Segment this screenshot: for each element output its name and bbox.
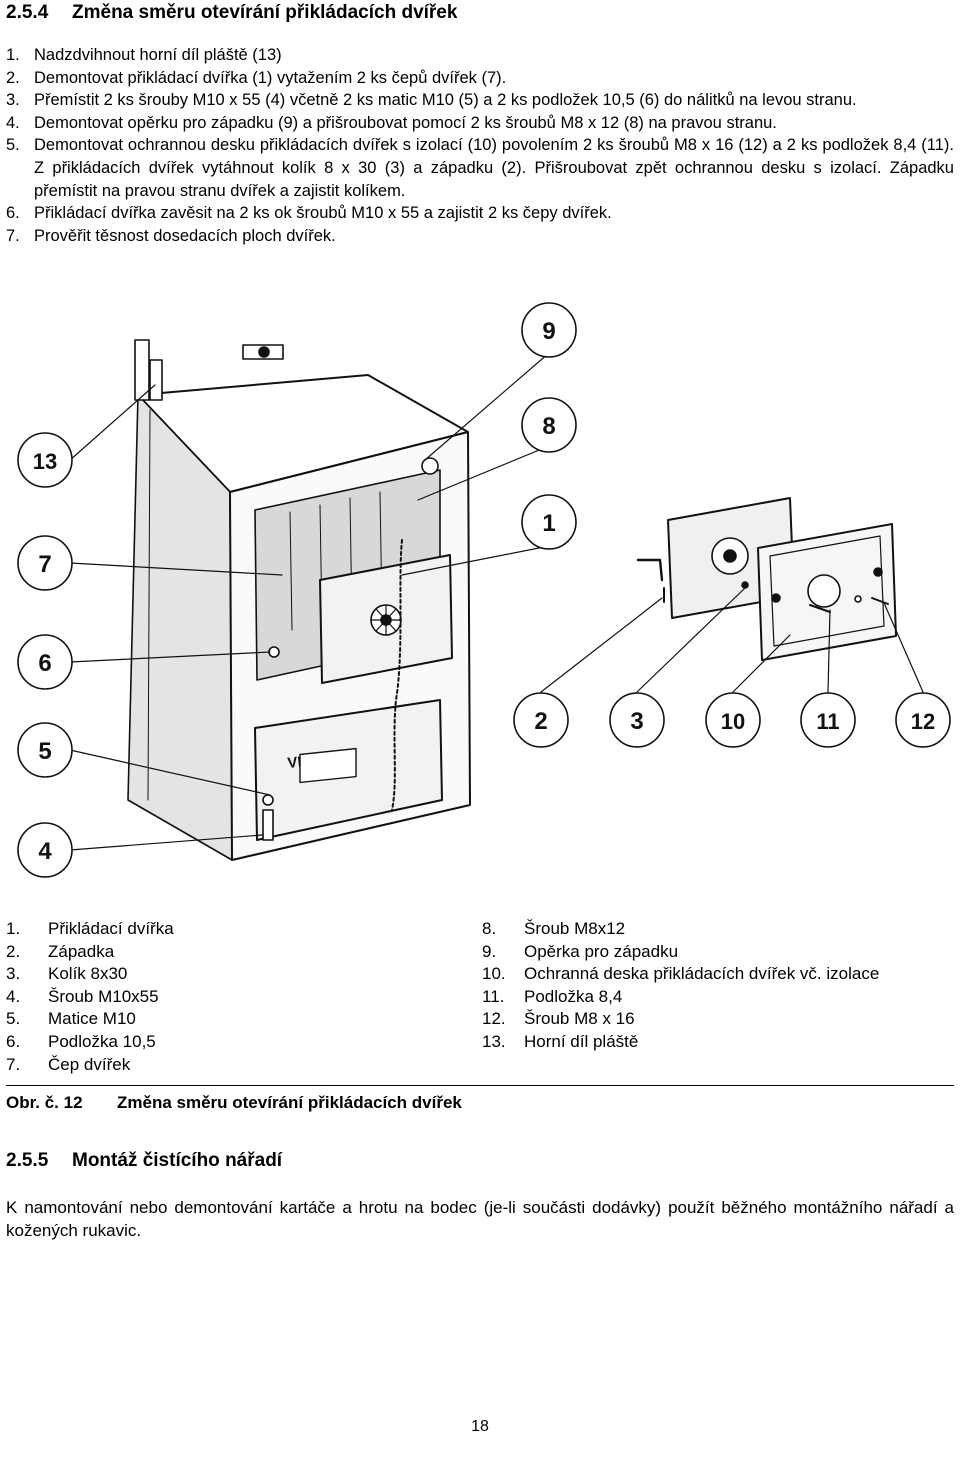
boiler-illustration: VIADRUS [127,339,471,861]
step-item: 2.Demontovat přikládací dvířka (1) vytaž… [6,68,507,87]
legend-left: 1.Přikládací dvířka 2.Západka 3.Kolík 8x… [6,918,174,1076]
body-paragraph: K namontování nebo demontování kartáče a… [6,1198,954,1240]
steps-list: 1.Nadzdvihnout horní díl pláště (13) 2.D… [6,44,954,247]
callout-label: 8 [542,413,555,440]
boiler-door-diagram: VIADRUS [17,302,951,878]
callout-label: 9 [542,318,555,345]
section-number: 2.5.4 [6,2,49,23]
exploded-door-parts [636,497,897,661]
figure-caption: Obr. č. 12 Změna směru otevírání přikláda… [6,1093,462,1113]
page-number: 18 [471,1418,489,1435]
legend-item: 4.Šroub M10x55 [6,986,159,1006]
callout-label: 13 [33,449,57,474]
legend-item: 13.Horní díl pláště [482,1031,639,1051]
section-title: Montáž čistícího nářadí [72,1150,283,1171]
figure-caption-text: Změna směru otevírání přikládacích dvíře… [117,1093,462,1112]
figure-caption-label: Obr. č. 12 [6,1093,83,1112]
callout-label: 6 [38,650,51,677]
caption-divider [6,1085,954,1086]
leader-lines [69,352,924,851]
section-title: Změna směru otevírání přikládacích dvíře… [72,2,458,23]
callout-label: 12 [911,709,935,734]
step-item: 5.Demontovat ochrannou desku přikládacíc… [6,136,954,200]
legend-item: 9.Opěrka pro západku [482,941,679,961]
callout-labels: 9 8 1 13 7 6 5 4 2 3 10 11 12 [33,318,935,865]
legend-item: 10.Ochranná deska přikládacích dvířek vč… [482,964,880,984]
step-item: 3.Přemístit 2 ks šrouby M10 x 55 (4) vče… [6,91,857,110]
callout-label: 1 [542,510,555,537]
callout-circles [17,302,951,878]
callout-label: 7 [38,551,51,578]
callout-label: 5 [38,738,51,765]
step-item: 1.Nadzdvihnout horní díl pláště (13) [6,46,282,64]
section-number: 2.5.5 [6,1150,49,1171]
callout-label: 2 [534,708,547,735]
legend-item: 12.Šroub M8 x 16 [482,1009,635,1029]
legend-item: 7.Čep dvířek [6,1054,131,1074]
step-item: 6.Přikládací dvířka zavěsit na 2 ks ok š… [6,204,612,223]
legend-right: 8.Šroub M8x12 9.Opěrka pro západku 10.Oc… [482,918,879,1054]
callout-label: 3 [630,708,643,735]
legend-item: 8.Šroub M8x12 [482,919,626,938]
legend-item: 11.Podložka 8,4 [482,986,623,1006]
section-heading: 2.5.4 Změna směru otevírání přikládacích … [6,2,457,24]
callout-label: 4 [38,838,52,865]
step-item: 4.Demontovat opěrku pro západku (9) a př… [6,113,777,132]
legend-item: 5.Matice M10 [6,1009,136,1029]
legend-item: 6.Podložka 10,5 [6,1031,156,1051]
step-item: 7.Prověřit těsnost dosedacích ploch dvíř… [6,226,336,245]
section-heading: 2.5.5 Montáž čistícího nářadí [6,1150,282,1172]
callout-label: 11 [816,709,839,734]
callout-label: 10 [721,709,745,734]
legend-item: 2.Západka [6,941,115,961]
legend-item: 1.Přikládací dvířka [6,919,174,938]
legend-item: 3.Kolík 8x30 [6,964,128,984]
